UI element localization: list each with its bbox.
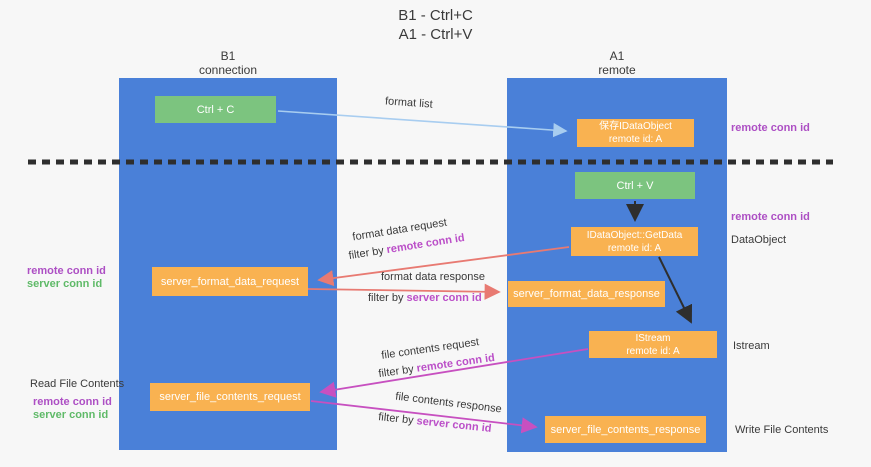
lane-b1-name: B1 [220,49,236,63]
istream-box: IStream remote id: A [589,331,717,358]
filter-by-text-2: filter by [368,292,404,304]
store-dataobject-line1: 保存IDataObject [599,121,672,132]
format-list-label: format list [384,95,434,111]
left-remote-conn-id-mid-label: remote conn id [27,265,106,277]
filter-by-text-1: filter by [347,244,385,263]
istream-line2: remote id: A [626,345,680,357]
dataobject-label: DataObject [731,234,787,246]
right-remote-conn-id-top-label: remote conn id [731,122,810,134]
istream-side-label: Istream [733,340,770,352]
lane-header-b1: B1 connection [119,49,337,77]
store-dataobject-line2: remote id: A [608,134,663,145]
lane-header-a1: A1 remote [507,49,727,77]
lane-b1-subtitle: connection [198,63,258,77]
format-data-response-label: format data response [381,271,485,283]
lane-a1-subtitle: remote [598,63,636,77]
getdata-line2: remote id: A [607,242,662,254]
server-conn-id-text-4: server conn id [415,415,492,435]
left-server-conn-id-mid-label: server conn id [27,278,103,290]
getdata-box: IDataObject::GetData remote id: A [571,227,698,256]
server-format-data-request-box: server_format_data_request [152,267,308,296]
ctrl-v-box: Ctrl + V [575,172,695,199]
getdata-line1: IDataObject::GetData [586,229,683,241]
read-file-contents-label: Read File Contents [30,378,125,390]
server-conn-id-text-2: server conn id [406,292,482,304]
file-contents-response-label: file contents response [394,390,503,416]
left-server-conn-id-bottom-label: server conn id [33,409,109,421]
server-file-contents-request-box: server_file_contents_request [150,383,310,411]
right-remote-conn-id-mid-label: remote conn id [731,211,810,223]
title-line-1: B1 - Ctrl+C [398,7,473,24]
diagram-title: B1 - Ctrl+C A1 - Ctrl+V [0,6,871,44]
lane-a1-name: A1 [609,49,625,63]
left-remote-conn-id-bottom-label: remote conn id [33,396,112,408]
store-dataobject-box: 保存IDataObject remote id: A [577,119,694,147]
ctrl-c-box: Ctrl + C [155,96,276,123]
filter-by-text-3: filter by [377,363,415,381]
server-format-data-response-box: server_format_data_response [508,281,665,307]
filter-by-text-4: filter by [377,411,415,427]
istream-line1: IStream [635,332,671,344]
server-file-contents-response-box: server_file_contents_response [545,416,706,443]
title-line-2: A1 - Ctrl+V [398,26,473,43]
write-file-contents-label: Write File Contents [735,424,829,436]
